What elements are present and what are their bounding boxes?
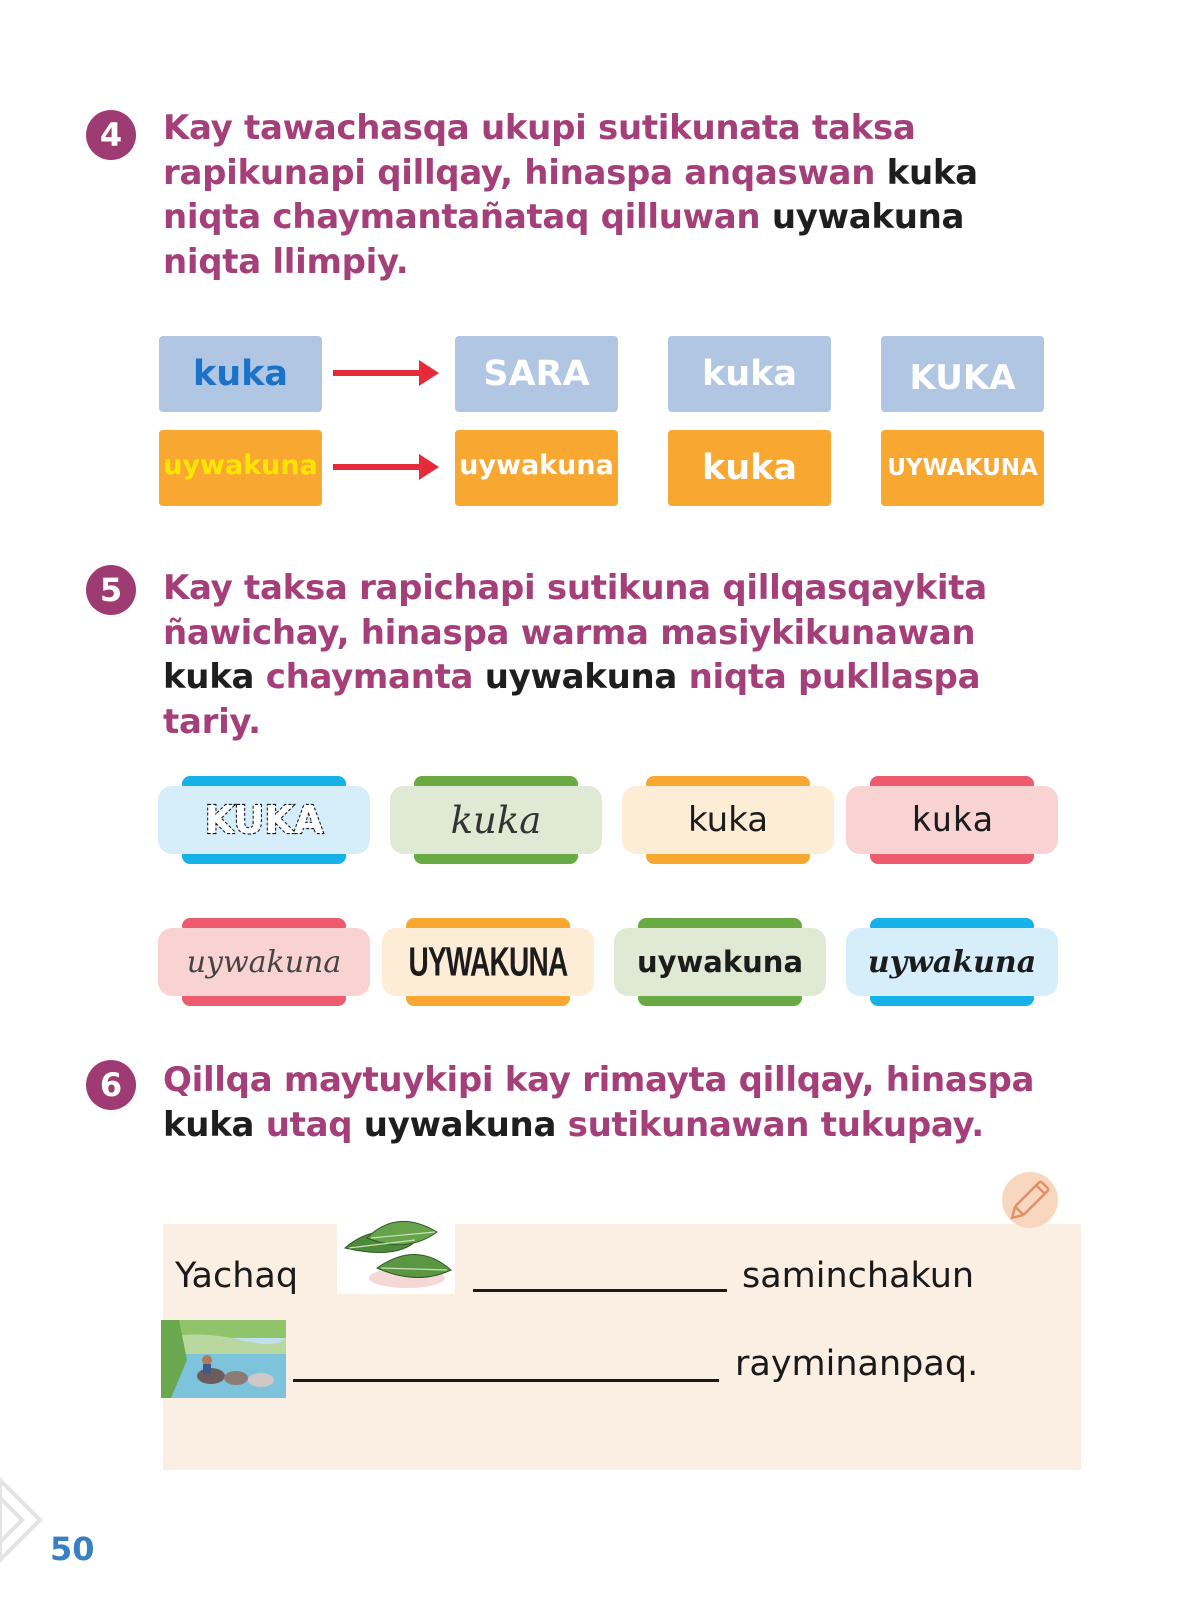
instruction-text: sutikunawan tukupay. [556,1104,984,1145]
word-box-7[interactable]: kuka [668,430,831,506]
word-label: kuka [192,354,289,394]
word-tag-3[interactable]: kuka [622,776,834,864]
keyword-kuka: kuka [886,152,978,193]
exercise-number-badge: 4 [86,110,136,160]
word-box-2[interactable]: SARA [455,336,618,412]
instruction-line: rapikunapi qillqay, hinaspa anqaswan kuk… [163,151,1043,196]
instruction-text: niqta chaymantañataq qilluwan [163,197,772,237]
word-box-1[interactable]: kuka [159,336,322,412]
word-tag-4[interactable]: kuka [846,776,1058,864]
word-label: KUKA [909,358,1016,398]
keyword-uywakuna: uywakuna [363,1104,557,1145]
word-box-3[interactable]: kuka [668,336,831,412]
keyword-uywakuna: uywakuna [484,657,678,697]
word-label: kuka [911,800,993,840]
sentence-1-start: Yachaq [175,1256,299,1296]
word-label: uywakuna [459,449,614,481]
instruction-text: utaq [254,1104,364,1145]
exercise-number: 4 [99,116,123,154]
word-label: kuka [701,448,798,488]
word-label: uywakuna [163,449,318,481]
instruction-line: niqta llimpiy. [163,241,409,282]
keyword-kuka: kuka [163,1104,255,1145]
animals-at-river-illustration [161,1320,286,1398]
instruction-line: tariy. [163,701,261,742]
word-tag-2[interactable]: kuka [390,776,602,864]
word-box-8[interactable]: UYWAKUNA [881,430,1044,506]
word-box-5[interactable]: uywakuna [159,430,322,506]
instruction-line: kuka chaymanta uywakuna niqta pukllaspa [163,655,1043,700]
exercise-number: 5 [99,571,123,609]
instruction-line: Kay tawachasqa ukupi sutikunata taksa [163,108,916,148]
word-tag-6[interactable]: UYWAKUNA [382,918,594,1006]
keyword-uywakuna: uywakuna [771,197,965,237]
arrow-right-icon [333,360,439,386]
instruction-text: niqta pukllaspa [677,657,981,697]
page-number: 50 [50,1530,95,1568]
exercise-number-badge: 5 [86,565,136,615]
word-label: uywakuna [636,945,804,979]
word-label: UYWAKUNA [887,455,1038,481]
corner-ornament-icon [0,1477,43,1563]
coca-leaves-illustration [337,1210,455,1294]
exercise-number: 6 [99,1066,123,1104]
arrow-right-icon [333,454,439,480]
word-label: SARA [483,354,590,394]
fill-in-sentences-box [163,1224,1081,1470]
word-label: KUKA [205,798,324,842]
instruction-text: rapikunapi qillqay, hinaspa anqaswan [163,152,887,193]
word-label: kuka [687,800,769,840]
word-label: uywakuna [867,944,1037,980]
pencil-icon [1002,1172,1058,1228]
keyword-kuka: kuka [163,657,255,697]
sentence-1-end: saminchakun [742,1256,975,1296]
exercise-4-instructions: Kay tawachasqa ukupi sutikunata taksa ra… [163,106,1043,284]
answer-blank[interactable] [473,1289,727,1292]
exercise-6-instructions: Qillqa maytuykipi kay rimayta qillqay, h… [163,1058,1083,1147]
word-tag-1[interactable]: KUKA [158,776,370,864]
word-label: UYWAKUNA [408,938,568,985]
word-tag-7[interactable]: uywakuna [614,918,826,1006]
instruction-line: ñawichay, hinaspa warma masiykikunawan [163,612,976,653]
instruction-line: Kay taksa rapichapi sutikuna qillqasqayk… [163,568,987,608]
exercise-number-badge: 6 [86,1060,136,1110]
instruction-line: Qillqa maytuykipi kay rimayta qillqay, h… [163,1060,1035,1100]
word-label: kuka [701,354,798,394]
exercise-5-instructions: Kay taksa rapichapi sutikuna qillqasqayk… [163,566,1043,744]
word-tag-5[interactable]: uywakuna [158,918,370,1006]
instruction-text: chaymanta [254,657,485,697]
answer-blank[interactable] [293,1379,719,1382]
word-label: kuka [450,798,542,842]
word-label: uywakuna [186,944,342,980]
word-box-6[interactable]: uywakuna [455,430,618,506]
instruction-line: kuka utaq uywakuna sutikunawan tukupay. [163,1103,1083,1148]
word-outlined-text: KUKA [204,797,325,843]
instruction-line: niqta chaymantañataq qilluwan uywakuna [163,195,1043,240]
sentence-2-end: rayminanpaq. [735,1344,979,1384]
word-box-4[interactable]: KUKA [881,336,1044,412]
word-tag-8[interactable]: uywakuna [846,918,1058,1006]
